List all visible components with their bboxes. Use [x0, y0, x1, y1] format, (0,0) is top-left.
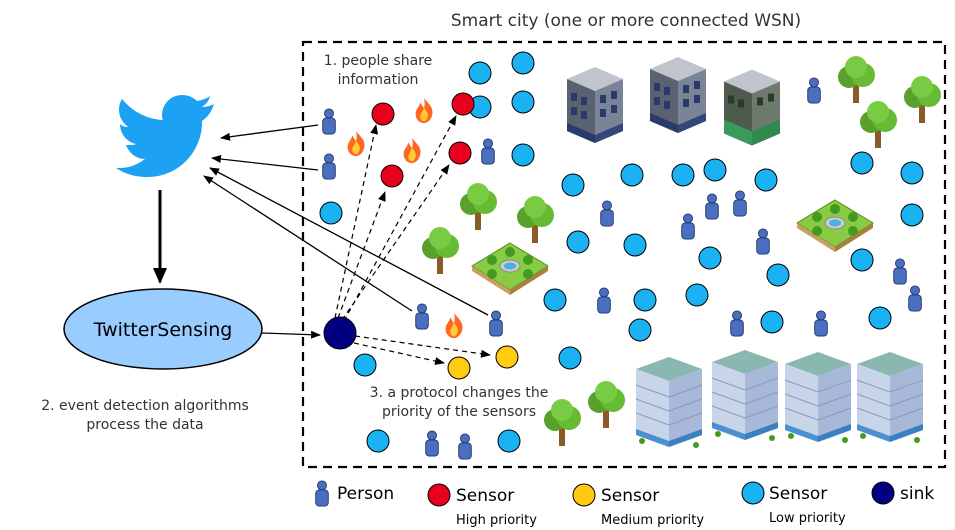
legend-low-sublabel: Low priority [769, 511, 846, 526]
twitter-sensing-node [63, 288, 263, 370]
step3-label-line1: 3. a protocol changes the [370, 385, 549, 401]
legend-sink-swatch [871, 481, 895, 505]
step3-label-line2: priority of the sensors [382, 404, 536, 420]
medium-priority-sensor [447, 345, 519, 380]
legend-high-label: Sensor [456, 486, 514, 506]
park-icon [471, 242, 549, 296]
step2-label-line1: 2. event detection algorithms [41, 398, 249, 414]
twitter-sensing-label: TwitterSensing [93, 319, 233, 341]
low-priority-sensor [319, 51, 924, 453]
building-icon [567, 67, 623, 143]
step1-label-line2: information [338, 72, 419, 88]
city-boundary [301, 40, 947, 469]
fire-icon [347, 97, 463, 339]
legend-high-swatch [427, 483, 451, 507]
legend-high-sublabel: High priority [456, 513, 537, 528]
legend-medium-swatch [572, 483, 596, 507]
legend-sink-label: sink [900, 484, 934, 504]
priority-arrow [337, 191, 386, 319]
share-arrow [220, 124, 319, 141]
priority-arrow [341, 164, 450, 321]
legend-low-label: Sensor [769, 484, 827, 504]
office-tower-icon [856, 351, 924, 444]
priority-arrow [334, 124, 379, 319]
building-icon [724, 69, 780, 146]
office-tower-icon [635, 356, 703, 449]
office-tower-icon [784, 351, 852, 444]
legend-person-label: Person [337, 484, 394, 504]
share-arrow [209, 167, 489, 316]
share-arrow [203, 175, 413, 312]
legend: Person Sensor High priority Sensor Mediu… [315, 480, 934, 528]
sink-node [323, 316, 357, 350]
sensing-to-sink-arrow [261, 330, 321, 339]
legend-medium-label: Sensor [601, 486, 659, 506]
building-icon [650, 57, 706, 133]
high-priority-sensor [371, 92, 475, 188]
legend-person-icon [315, 480, 329, 507]
share-arrow [211, 155, 319, 171]
priority-arrow [353, 342, 445, 365]
priority-arrow [343, 115, 457, 322]
office-tower-icon [711, 349, 779, 442]
step1-label-line1: 1. people share [324, 53, 433, 69]
legend-low-swatch [741, 481, 765, 505]
step2-label-line2: process the data [86, 417, 203, 433]
legend-medium-sublabel: Medium priority [601, 513, 704, 528]
twitter-bird-icon [116, 95, 214, 177]
park-icon [796, 199, 874, 253]
diagram-title: Smart city (one or more connected WSN) [451, 11, 801, 31]
priority-arrow [354, 335, 491, 358]
